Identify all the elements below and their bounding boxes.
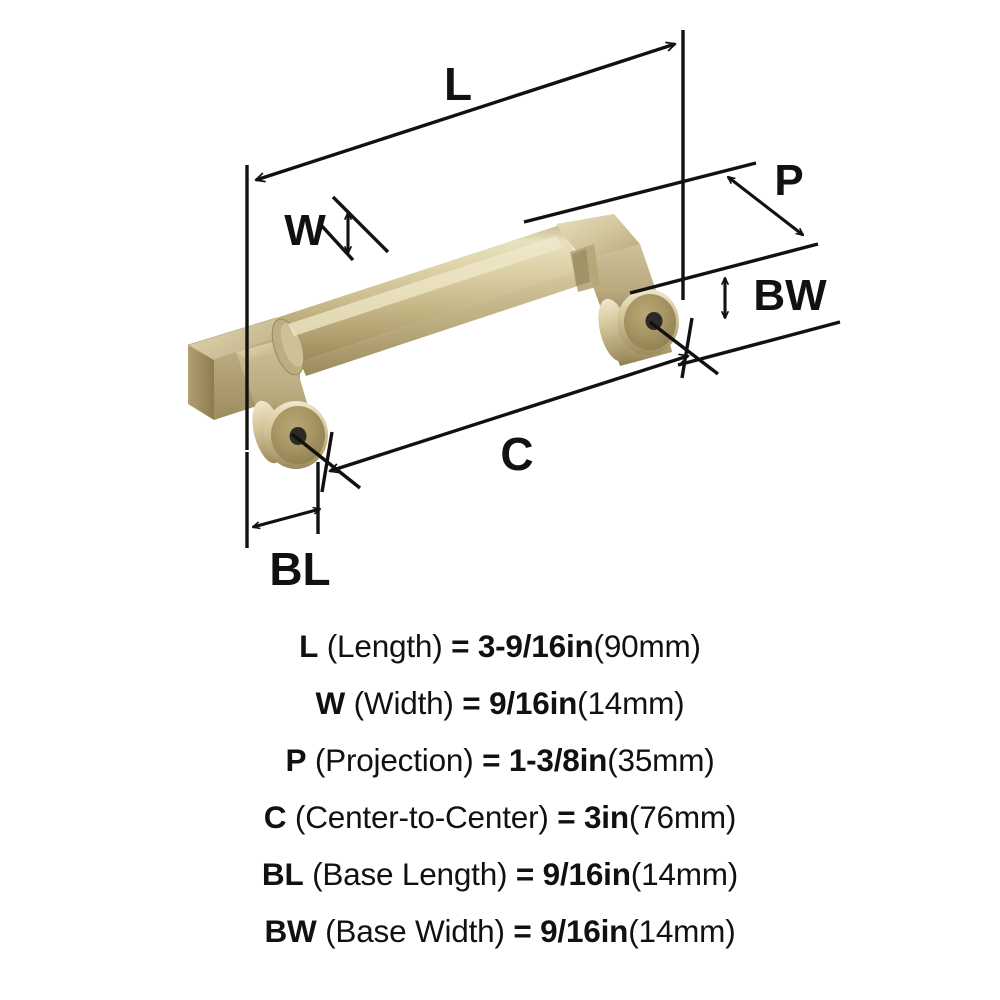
spec-value-imperial: 9/16in [542, 856, 631, 892]
spec-value-imperial: 1-3/8in [508, 742, 608, 778]
spec-value-metric: (35mm) [607, 742, 715, 778]
spec-equals: = [515, 856, 535, 892]
label-center-to-center: C [500, 428, 533, 480]
spec-equals: = [513, 913, 532, 949]
ext-line-width-lower [319, 223, 355, 262]
spec-code: BL [261, 856, 304, 892]
label-width: W [284, 206, 326, 255]
screw-hole-right [645, 312, 663, 330]
leader-line-c-right [648, 320, 720, 376]
spec-description: (Width) [353, 685, 454, 721]
spec-equals: = [462, 685, 481, 721]
spec-value-metric: (14mm) [628, 913, 736, 949]
ext-line-width-upper [331, 195, 390, 254]
spec-row-base-length: BL (Base Length) = 9/16in(14mm) [0, 846, 1000, 903]
spec-description: (Length) [326, 628, 443, 664]
spec-row-length: L (Length) = 3-9/16in(90mm) [0, 618, 1000, 675]
handle-bar [271, 225, 590, 376]
product-illustration [187, 214, 679, 469]
spec-description: (Center-to-Center) [294, 799, 549, 835]
spec-description: (Projection) [314, 742, 474, 778]
left-mounting-post [252, 400, 328, 469]
spec-value-metric: (76mm) [628, 799, 737, 835]
ext-line-projection-upper [523, 161, 757, 224]
specification-list: L (Length) = 3-9/16in(90mm) W (Width) = … [0, 618, 1000, 1000]
spec-row-width: W (Width) = 9/16in(14mm) [0, 675, 1000, 732]
spec-row-projection: P (Projection) = 1-3/8in(35mm) [0, 732, 1000, 789]
spec-value-imperial: 3in [583, 799, 629, 835]
spec-equals: = [482, 742, 501, 778]
spec-value-metric: (90mm) [593, 628, 701, 664]
dim-line-length [256, 44, 675, 180]
dim-line-base-length [253, 509, 320, 527]
spec-code: C [263, 799, 287, 835]
dim-line-center-to-center [330, 356, 688, 471]
spec-value-metric: (14mm) [577, 685, 685, 721]
product-dimension-diagram: L W P BW C BL [187, 30, 841, 595]
label-length: L [444, 58, 472, 110]
spec-code: BW [264, 913, 317, 949]
spec-value-metric: (14mm) [630, 856, 739, 892]
spec-code: W [315, 685, 346, 721]
spec-description: (Base Width) [325, 913, 505, 949]
spec-row-base-width: BW (Base Width) = 9/16in(14mm) [0, 903, 1000, 960]
dimension-annotations [245, 30, 841, 548]
dimension-labels: L W P BW C BL [269, 58, 827, 595]
spec-description: (Base Length) [312, 856, 508, 892]
spec-equals: = [557, 799, 576, 835]
spec-value-imperial: 9/16in [540, 913, 629, 949]
ext-line-projection-lower [629, 242, 819, 295]
spec-row-center-to-center: C (Center-to-Center) = 3in(76mm) [0, 789, 1000, 846]
label-base-width: BW [753, 271, 827, 320]
label-projection: P [774, 156, 803, 205]
spec-value-imperial: 9/16in [489, 685, 578, 721]
label-base-length: BL [269, 543, 330, 595]
spec-code: P [285, 742, 307, 778]
ext-line-basewidth-lower [677, 320, 841, 367]
spec-equals: = [451, 628, 470, 664]
dim-line-projection [728, 177, 803, 235]
spec-code: L [299, 628, 319, 664]
spec-value-imperial: 3-9/16in [477, 628, 594, 664]
